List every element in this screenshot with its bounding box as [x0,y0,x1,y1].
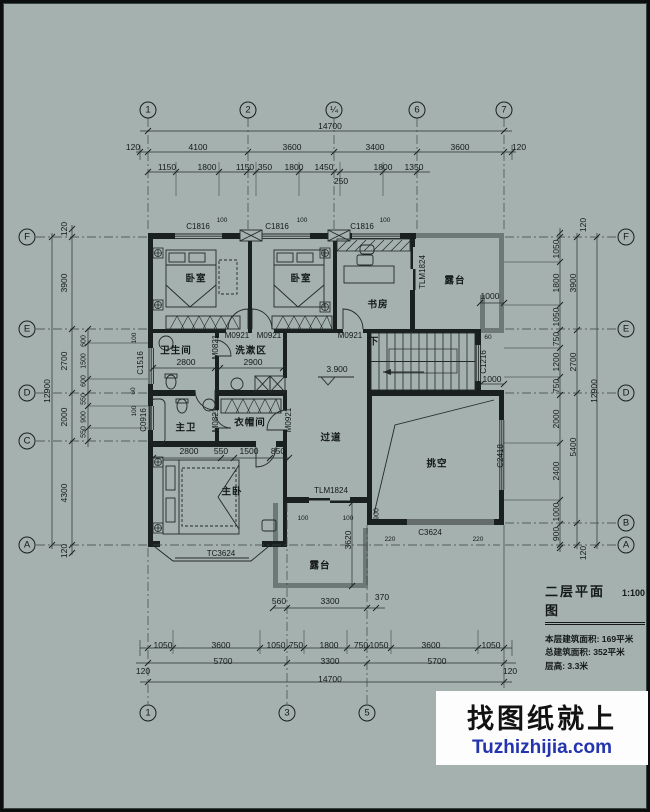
flue-boxes [239,229,351,242]
watermark-slogan: 找图纸就上 [467,704,617,734]
plan-scale: 1:100 [621,588,645,598]
sliding-doors [309,247,416,503]
structural-walls [148,233,504,547]
dimension-lines [36,118,616,704]
furniture-fixtures [149,244,495,535]
total-area-line: 总建筑面积: 352平米 [545,647,625,658]
corner-symbols [152,247,331,534]
door-arcs [194,308,364,468]
watermark: 找图纸就上 Tuzhizhijia.com [436,691,648,765]
title-block: 二层平面图 1:100 本层建筑面积: 169平米 总建筑面积: 352平米 层… [545,581,645,673]
floor-area-line: 本层建筑面积: 169平米 [545,634,634,644]
watermark-site: Tuzhizhijia.com [471,737,613,758]
windows [148,233,505,562]
terrace-walls [273,233,504,588]
plan-title: 二层平面图 [545,584,606,618]
floor-height-line: 层高: 3.3米 [545,660,588,671]
